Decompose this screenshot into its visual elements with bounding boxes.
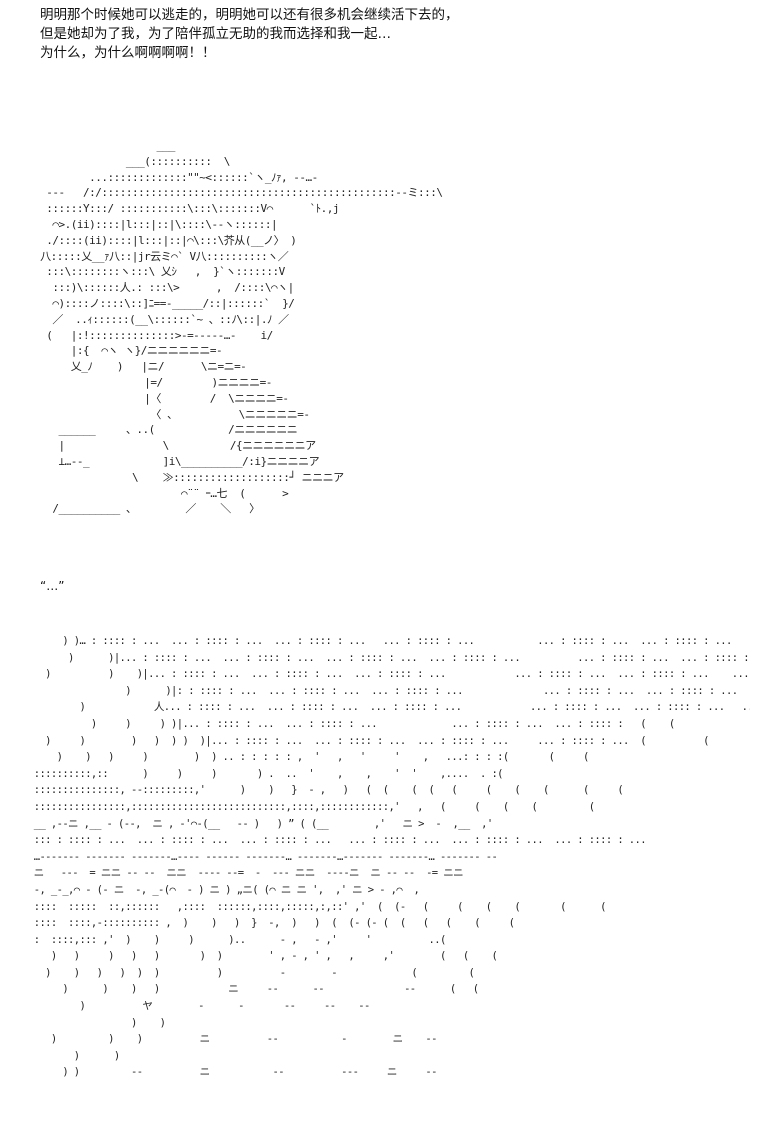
dialogue-ellipsis: “…” xyxy=(40,579,65,593)
narration-text: 明明那个时候她可以逃走的，明明她可以还有很多机会继续活下去的， 但是她却为了我，… xyxy=(40,6,459,63)
ascii-art-figure: ___ ___(:::::::::: \ ...:::::::::::::""~… xyxy=(40,139,443,516)
narration-line-3: 为什么，为什么啊啊啊啊！！ xyxy=(40,45,216,61)
narration-line-1: 明明那个时候她可以逃走的，明明她可以还有很多机会继续活下去的， xyxy=(40,7,459,23)
ascii-art-crowd: ) )… : :::: : ... ... : :::: : ... ... :… xyxy=(33,635,750,1079)
narration-line-2: 但是她却为了我，为了陪伴孤立无助的我而选择和我一起… xyxy=(40,26,391,42)
